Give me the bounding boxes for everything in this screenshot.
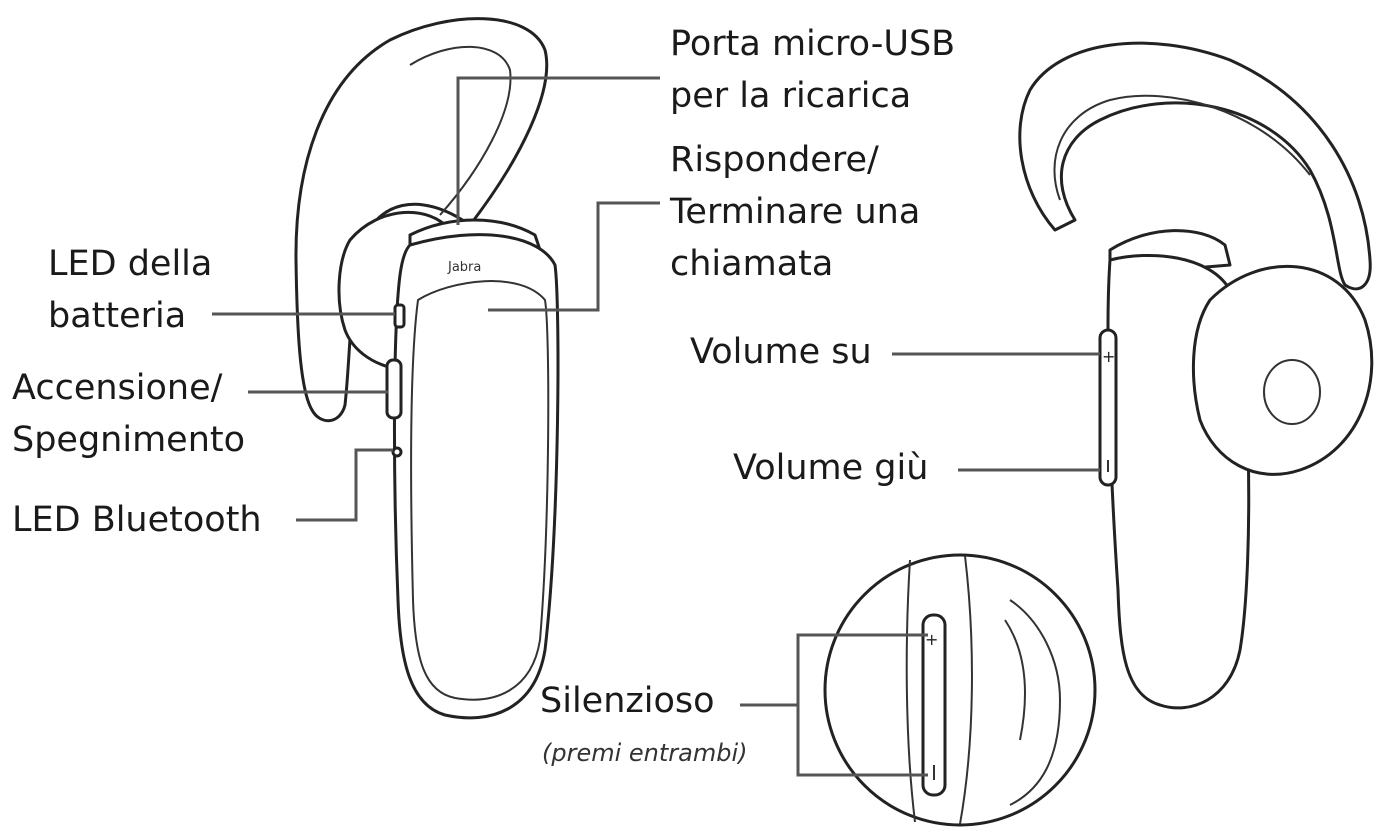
brand-logo: Jabra (447, 260, 481, 275)
label-usb-port: Porta micro-USB per la ricarica (670, 18, 955, 122)
label-bluetooth-led: LED Bluetooth (12, 494, 262, 546)
headset-front-view: Jabra (296, 19, 558, 718)
zoom-detail: + (825, 555, 1095, 825)
label-mute-note: (premi entrambi) (542, 738, 748, 768)
label-answer-end-call: Rispondere/ Terminare una chiamata (670, 134, 920, 290)
ear-gel-right (1193, 266, 1371, 474)
bluetooth-led-indicator (393, 448, 401, 456)
svg-text:+: + (925, 630, 938, 649)
label-battery-led: LED della batteria (48, 238, 212, 342)
zoom-circle (825, 555, 1095, 825)
label-power: Accensione/ Spegnimento (12, 362, 245, 466)
volume-plus-mark: + (1102, 347, 1115, 366)
label-volume-down: Volume giù (733, 442, 928, 494)
headset-back-view: + (1020, 43, 1372, 708)
leader-bluetooth-led (296, 450, 393, 520)
power-button-shape (387, 360, 401, 418)
label-volume-up: Volume su (690, 326, 872, 378)
label-mute: Silenzioso (540, 675, 715, 727)
battery-led-indicator (395, 305, 404, 327)
headset-body-left (394, 235, 558, 718)
